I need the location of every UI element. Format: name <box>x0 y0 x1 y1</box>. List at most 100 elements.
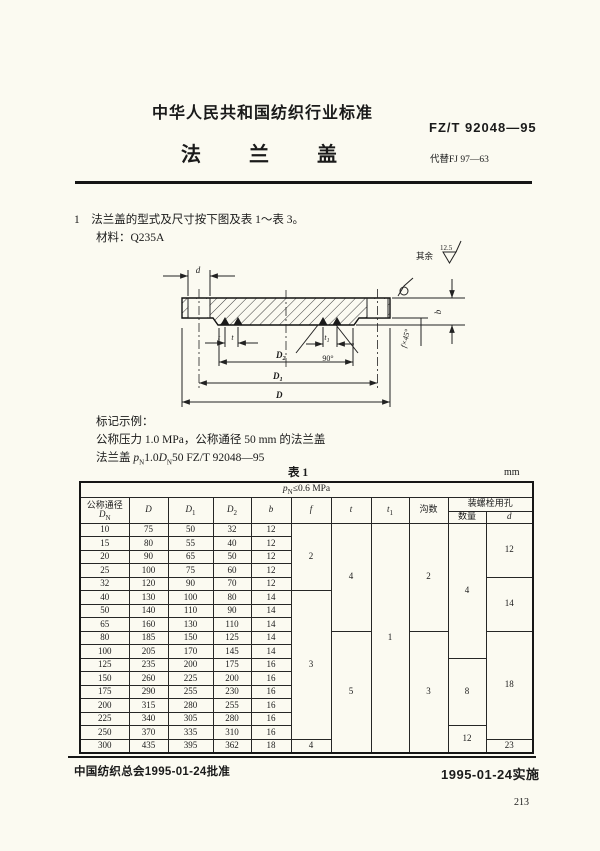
cell: 395 <box>167 738 214 753</box>
cell: 60 <box>212 563 252 578</box>
cell: 370 <box>128 725 169 740</box>
cell: 125 <box>79 657 130 672</box>
cell: 130 <box>167 617 214 632</box>
col-header-D2: D2 <box>212 496 252 524</box>
cell: 300 <box>79 738 130 753</box>
material-note: 材料：Q235A <box>96 232 165 244</box>
chamfer-label: f×45° <box>399 327 412 348</box>
cell: 90 <box>128 549 169 564</box>
cell: 10 <box>79 522 130 537</box>
page-title: 法兰盖 <box>181 144 385 166</box>
dim-D2: D2 <box>218 328 354 366</box>
cell: 70 <box>212 576 252 591</box>
cell-f: 2 <box>290 522 332 591</box>
cell-grooves: 3 <box>408 630 449 753</box>
cell: 280 <box>212 711 252 726</box>
cell: 80 <box>128 536 169 551</box>
table-caption: 表 1 <box>288 467 309 479</box>
cell: 32 <box>212 522 252 537</box>
cell-qty: 8 <box>447 657 487 726</box>
cell: 75 <box>167 563 214 578</box>
standard-category-title: 中华人民共和国纺织行业标准 <box>152 105 374 122</box>
cell: 235 <box>128 657 169 672</box>
cell: 200 <box>167 657 214 672</box>
cell: 75 <box>128 522 169 537</box>
flange-drawing: 其余 12.5 d <box>163 240 465 407</box>
cell: 200 <box>212 671 252 686</box>
col-header-bolt-holes: 装螺栓用孔 <box>447 496 534 512</box>
cell: 25 <box>79 563 130 578</box>
cell: 14 <box>250 617 292 632</box>
surface-value-text: 12.5 <box>440 244 453 252</box>
pressure-header: pN≤0.6 MPa <box>79 481 534 498</box>
cell: 14 <box>250 644 292 659</box>
cell: 40 <box>79 590 130 605</box>
col-header-b: b <box>250 496 292 524</box>
dim-D2-label: D2 <box>275 350 287 362</box>
cell-grooves: 2 <box>408 522 449 632</box>
dim-t: t t <box>205 327 258 347</box>
groove <box>332 317 342 325</box>
cell: 120 <box>128 576 169 591</box>
cell: 14 <box>250 590 292 605</box>
cell-f: 3 <box>290 590 332 740</box>
cell-d: 18 <box>485 630 534 740</box>
cell: 50 <box>212 549 252 564</box>
cell: 20 <box>79 549 130 564</box>
dim-D1: D1 <box>199 371 378 386</box>
cell: 290 <box>128 684 169 699</box>
groove-angle-label: 90° <box>322 354 333 363</box>
groove <box>233 317 243 325</box>
cell: 90 <box>212 603 252 618</box>
cell: 435 <box>128 738 169 753</box>
cell: 150 <box>167 630 214 645</box>
cell: 205 <box>128 644 169 659</box>
cell: 16 <box>250 671 292 686</box>
cell: 12 <box>250 576 292 591</box>
cell: 140 <box>128 603 169 618</box>
cell: 150 <box>79 671 130 686</box>
surface-roughness-note: 其余 12.5 <box>416 240 462 264</box>
cell: 50 <box>79 603 130 618</box>
col-header-D1: D1 <box>167 496 214 524</box>
cell-t: 4 <box>330 522 372 632</box>
cell: 225 <box>79 711 130 726</box>
cell: 14 <box>250 603 292 618</box>
cell: 340 <box>128 711 169 726</box>
dim-t-label: t <box>231 333 234 342</box>
cell: 315 <box>128 698 169 713</box>
cell: 32 <box>79 576 130 591</box>
cell-d: 23 <box>485 738 534 753</box>
table-unit: mm <box>504 467 520 478</box>
effective-date: 1995-01-24实施 <box>441 767 540 782</box>
cell: 255 <box>212 698 252 713</box>
dim-t1: t1 90° <box>295 324 359 363</box>
cell: 65 <box>79 617 130 632</box>
cell-t: 5 <box>330 630 372 753</box>
col-header-d: d <box>485 510 534 524</box>
footer-divider <box>68 756 536 758</box>
cell: 18 <box>250 738 292 753</box>
cell: 40 <box>212 536 252 551</box>
cell: 80 <box>79 630 130 645</box>
dim-d: d <box>163 265 235 296</box>
cell: 16 <box>250 711 292 726</box>
cell: 175 <box>212 657 252 672</box>
pressure-header-row: pN≤0.6 MPa <box>79 481 534 498</box>
cell: 260 <box>128 671 169 686</box>
cell: 230 <box>212 684 252 699</box>
col-header-t1: t1 <box>370 496 410 524</box>
cell: 255 <box>167 684 214 699</box>
example-designation: 法兰盖 pN1.0DN50 FZ/T 92048—95 <box>96 452 265 467</box>
dim-t1-label: t1 <box>324 333 329 344</box>
col-header-D: D <box>128 496 169 524</box>
